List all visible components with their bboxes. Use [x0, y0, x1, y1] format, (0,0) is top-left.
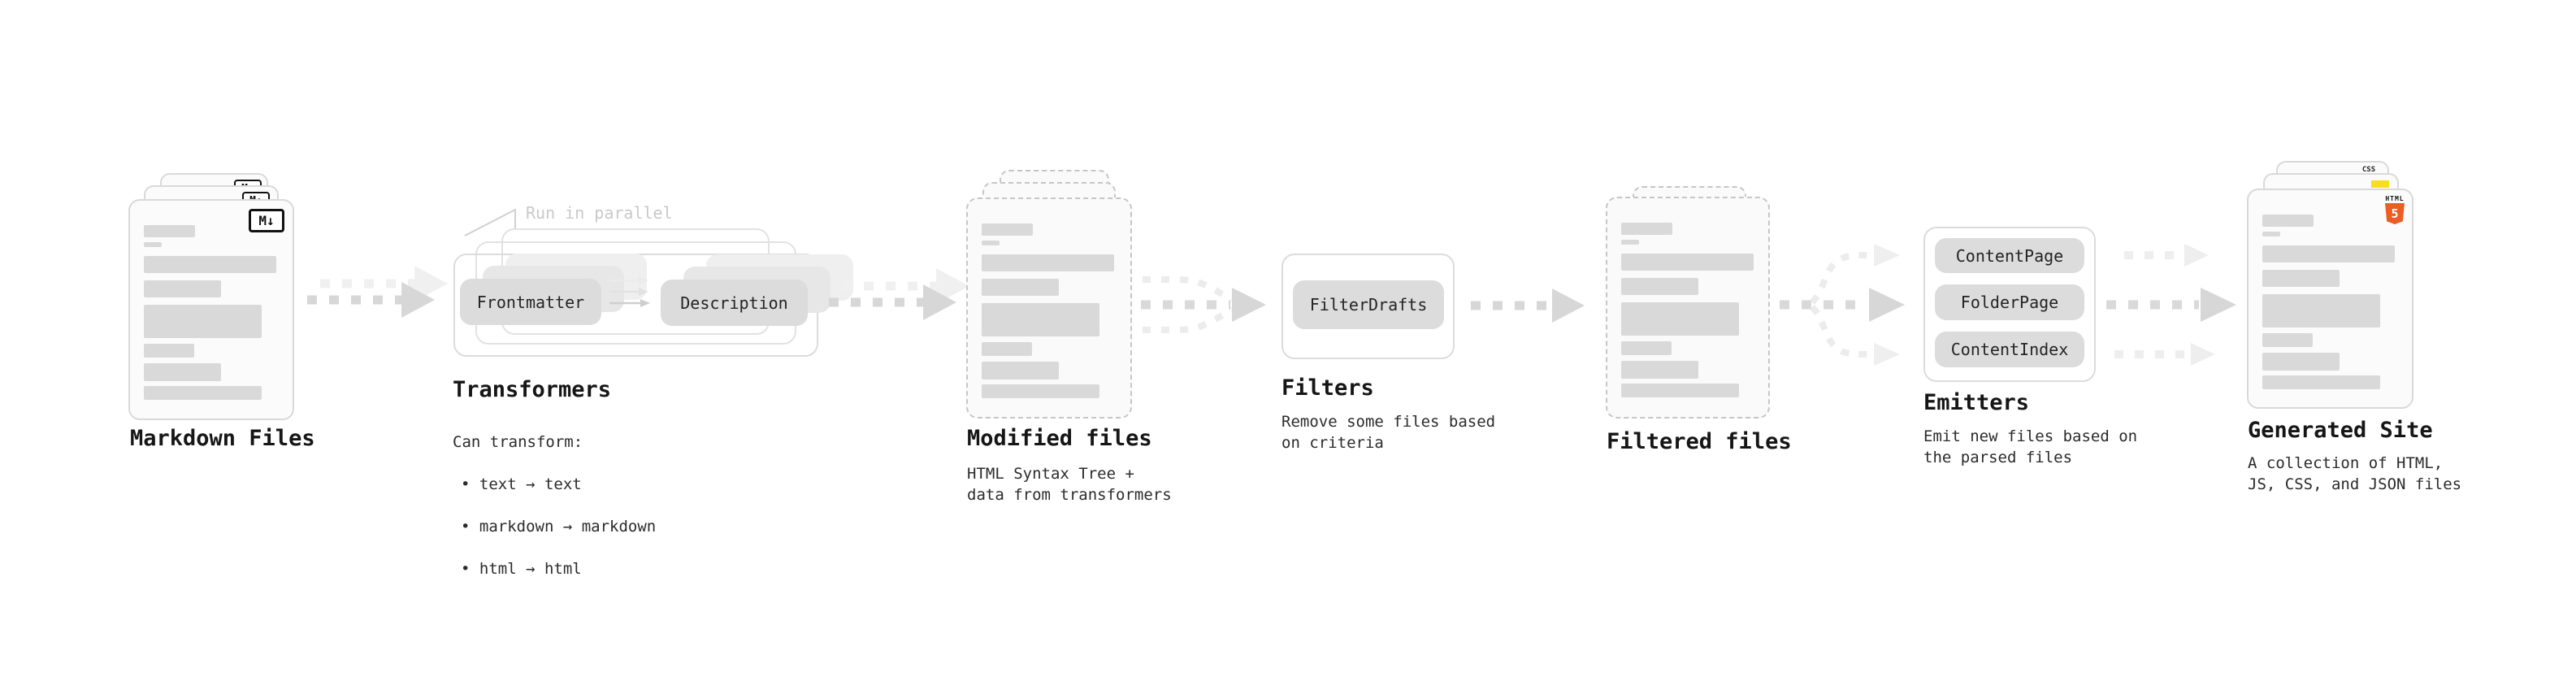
emitters-group [1923, 227, 2096, 382]
emitter-pill-folderpage: FolderPage [1935, 284, 2084, 320]
flow-arrow-icon [307, 266, 448, 318]
flow-arrow-icon [829, 268, 969, 320]
emitter-pill-contentindex: ContentIndex [1935, 332, 2084, 367]
text-line-placeholder [1621, 278, 1698, 295]
text-line-placeholder [1621, 240, 1639, 245]
transformer-pill-frontmatter: Frontmatter [460, 279, 601, 325]
filter-pill-filterdrafts: FilterDrafts [1293, 280, 1444, 329]
text-line-placeholder [982, 279, 1059, 296]
text-line-placeholder [982, 223, 1033, 236]
filtered-file-card [1606, 197, 1770, 419]
text-line-placeholder [982, 362, 1059, 380]
text-line-placeholder [2262, 245, 2395, 262]
stage-title-transformers: Transformers [453, 377, 612, 402]
text-line-placeholder [2262, 232, 2280, 236]
text-line-placeholder [1621, 384, 1739, 397]
html5-icon: HTML 5 [2383, 195, 2407, 224]
generated-file-card: HTML 5 [2247, 189, 2413, 409]
text-line-placeholder [2262, 270, 2340, 287]
text-line-placeholder [144, 305, 262, 338]
modified-file-card [966, 197, 1132, 419]
stage-desc-transformers: Can transform: • text → text • markdown … [453, 410, 656, 601]
text-line-placeholder [1621, 361, 1698, 379]
text-line-placeholder [144, 344, 194, 358]
text-line-placeholder [982, 303, 1099, 336]
bullet-item: • html → html [461, 560, 582, 578]
text-line-placeholder [144, 225, 195, 237]
text-line-placeholder [982, 241, 1000, 245]
desc-heading: Can transform: [453, 433, 583, 451]
text-line-placeholder [2262, 375, 2380, 389]
text-line-placeholder [144, 280, 221, 297]
emitter-pill-contentpage: ContentPage [1935, 238, 2084, 273]
bullet-item: • text → text [461, 475, 582, 493]
text-line-placeholder [2262, 353, 2340, 371]
text-line-placeholder [144, 386, 262, 400]
stage-title-filtered: Filtered files [1607, 429, 1792, 454]
parallel-arrows-icon [609, 276, 650, 307]
stage-desc-modified: HTML Syntax Tree + data from transformer… [967, 465, 1172, 504]
split-arrow-icon [1780, 244, 1905, 366]
text-line-placeholder [144, 256, 276, 273]
stage-title-emitters: Emitters [1923, 390, 2030, 415]
stage-desc-filters: Remove some files based on criteria [1281, 413, 1496, 452]
text-line-placeholder [1621, 223, 1672, 235]
text-line-placeholder [2262, 333, 2313, 347]
stage-desc-emitters: Emit new files based on the parsed files [1923, 427, 2138, 466]
bullet-item: • markdown → markdown [461, 518, 657, 536]
stage-desc-generated: A collection of HTML, JS, CSS, and JSON … [2248, 454, 2462, 493]
filters-group [1281, 254, 1455, 359]
markdown-icon: M↓ [249, 209, 284, 232]
stage-title-filters: Filters [1281, 375, 1374, 401]
merge-arrow-icon [1141, 276, 1266, 333]
text-line-placeholder [982, 342, 1032, 356]
triple-arrow-icon [2106, 244, 2236, 366]
text-line-placeholder [2262, 294, 2380, 327]
stage-title-markdown: Markdown Files [130, 426, 315, 451]
stage-title-modified: Modified files [967, 426, 1152, 451]
js-icon [2371, 180, 2389, 188]
text-line-placeholder [2262, 215, 2314, 227]
annotation-leader-line [464, 208, 516, 236]
text-line-placeholder [144, 363, 221, 381]
text-line-placeholder [1621, 302, 1739, 336]
run-in-parallel-label: Run in parallel [526, 203, 673, 223]
text-line-placeholder [1621, 254, 1754, 271]
stage-title-generated: Generated Site [2248, 418, 2433, 443]
markdown-file-card: M↓ [128, 199, 294, 420]
flow-arrow-icon [1471, 288, 1585, 323]
text-line-placeholder [1621, 341, 1672, 355]
text-line-placeholder [144, 242, 162, 247]
text-line-placeholder [982, 254, 1114, 271]
text-line-placeholder [982, 384, 1099, 398]
transformer-pill-description: Description [661, 280, 808, 326]
